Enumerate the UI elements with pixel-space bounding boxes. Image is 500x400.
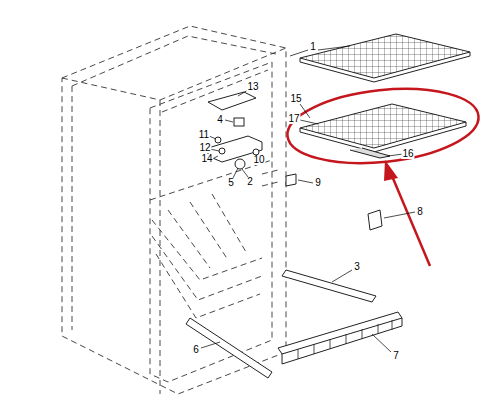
knob-9 bbox=[286, 174, 296, 186]
callout-number: 13 bbox=[246, 82, 259, 92]
highlight-ellipse bbox=[284, 80, 482, 172]
callout-number: 4 bbox=[216, 115, 224, 125]
knob bbox=[235, 159, 245, 169]
callout-number: 9 bbox=[314, 178, 322, 188]
callout-number: 5 bbox=[227, 178, 235, 188]
wire-shelf bbox=[300, 34, 470, 158]
callout-number: 8 bbox=[416, 207, 424, 217]
switch bbox=[234, 118, 244, 126]
cabinet-outline bbox=[62, 26, 286, 394]
callout-number: 12 bbox=[198, 143, 211, 153]
parts bbox=[186, 92, 402, 378]
leader-lines bbox=[201, 46, 415, 352]
rod bbox=[186, 318, 272, 378]
basket-bars bbox=[298, 320, 392, 359]
callout-number: 6 bbox=[192, 345, 200, 355]
callout-number: 16 bbox=[401, 149, 414, 159]
callout-number: 3 bbox=[353, 262, 361, 272]
callout-number: 11 bbox=[198, 130, 210, 140]
basket-rail bbox=[278, 312, 402, 354]
screw bbox=[219, 148, 225, 154]
callout-number: 10 bbox=[252, 155, 265, 165]
screw bbox=[215, 137, 221, 143]
callout-number: 15 bbox=[289, 94, 302, 104]
callout-number: 1 bbox=[309, 42, 317, 52]
cover-plate bbox=[208, 92, 256, 110]
callout-number: 2 bbox=[246, 177, 254, 187]
rail bbox=[282, 270, 376, 302]
callout-number: 7 bbox=[392, 351, 400, 361]
callout-number: 14 bbox=[200, 154, 213, 164]
clip bbox=[368, 210, 382, 230]
callout-number: 17 bbox=[287, 114, 300, 124]
highlight-arrow bbox=[384, 160, 430, 266]
